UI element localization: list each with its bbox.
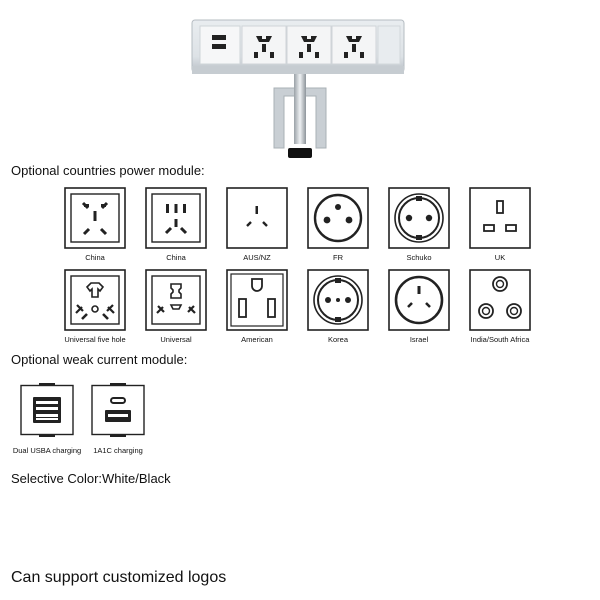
schuko-socket-icon — [388, 187, 450, 249]
fr-socket-icon — [307, 187, 369, 249]
socket-label: Israel — [409, 335, 429, 344]
socket-label: Korea — [327, 335, 348, 344]
socket-label: China — [166, 253, 186, 262]
aus-nz-socket-icon — [226, 187, 288, 249]
socket-label: FR — [333, 253, 343, 262]
china-three-pin-socket-icon — [145, 187, 207, 249]
socket-label: Universal five hole — [64, 335, 126, 344]
countries-module-heading: Optional countries power module: — [11, 163, 205, 178]
product-image — [190, 18, 408, 164]
dual-usb-a-module-icon — [20, 383, 74, 437]
weak-current-module-heading: Optional weak current module: — [11, 352, 188, 367]
strip-outlet — [286, 25, 332, 65]
strip-outlet — [331, 25, 377, 65]
module-label: 1A1C charging — [93, 446, 143, 455]
socket-label: India/South Africa — [470, 335, 530, 344]
usb-a-usb-c-module-icon — [91, 383, 145, 437]
uk-socket-icon — [469, 187, 531, 249]
socket-label: AUS/NZ — [243, 253, 271, 262]
india-south-africa-socket-icon — [469, 269, 531, 331]
socket-label: Universal — [160, 335, 192, 344]
custom-logos-heading: Can support customized logos — [11, 569, 227, 586]
universal-five-hole-socket-icon — [64, 269, 126, 331]
korea-socket-icon — [307, 269, 369, 331]
american-socket-icon — [226, 269, 288, 331]
israel-socket-icon — [388, 269, 450, 331]
strip-outlet — [241, 25, 287, 65]
universal-socket-icon — [145, 269, 207, 331]
socket-label: UK — [494, 253, 506, 262]
module-label: Dual USBA charging — [12, 446, 82, 455]
socket-label: American — [241, 335, 273, 344]
color-options-heading: Selective Color:White/Black — [11, 471, 171, 486]
socket-label: Schuko — [406, 253, 432, 262]
china-five-hole-socket-icon — [64, 187, 126, 249]
socket-label: China — [85, 253, 105, 262]
